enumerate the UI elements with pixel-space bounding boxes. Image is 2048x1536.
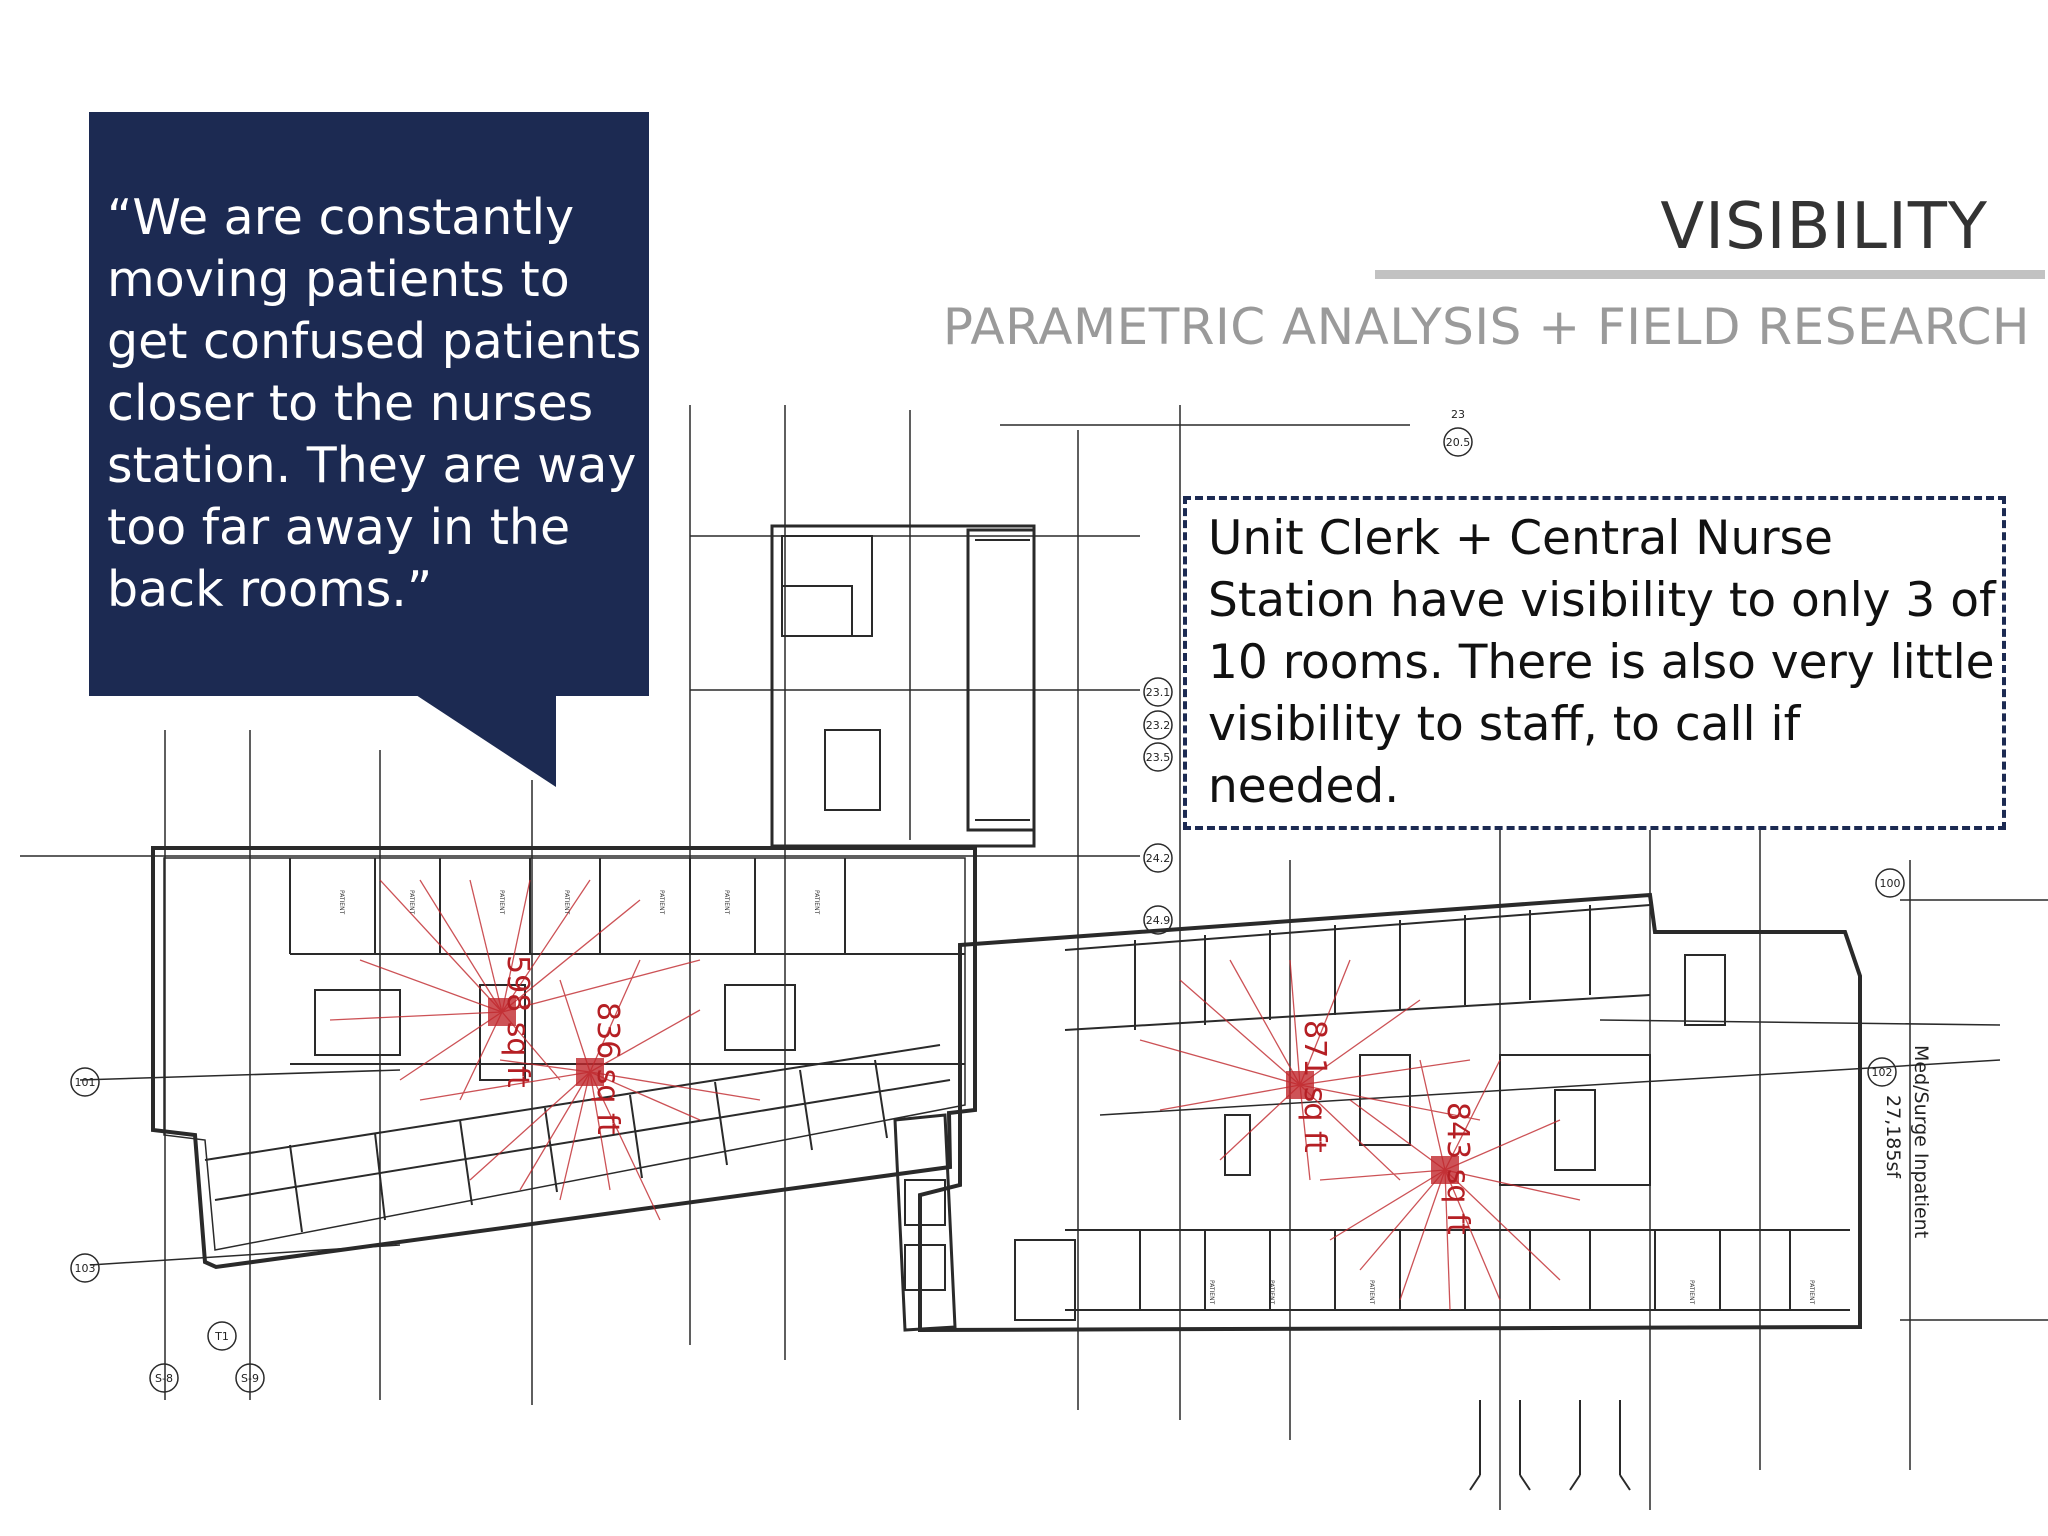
unit-area: 27,185sf xyxy=(1882,1095,1904,1179)
quote-text: “We are constantly moving patients to ge… xyxy=(107,189,642,618)
title-divider xyxy=(1375,270,2045,279)
area-label-2: 836 sq ft xyxy=(590,1002,625,1135)
area-label-3: 871 sq ft xyxy=(1297,1020,1332,1153)
grid-tag-23: 23 xyxy=(1451,408,1465,421)
grid-tag-s9: S-9 xyxy=(241,1372,259,1385)
grid-tag-23-1: 23.1 xyxy=(1146,686,1171,699)
room-label: PATIENT xyxy=(408,890,415,915)
room-label: PATIENT xyxy=(1808,1280,1815,1305)
grid-tag-24-2: 24.2 xyxy=(1146,852,1171,865)
quote-pointer xyxy=(416,695,556,787)
room-label: PATIENT xyxy=(1208,1280,1215,1305)
room-label: PATIENT xyxy=(498,890,505,915)
room-label: PATIENT xyxy=(723,890,730,915)
room-label: PATIENT xyxy=(658,890,665,915)
sightline-fans xyxy=(329,879,1581,1311)
grid-tag-t1: T1 xyxy=(214,1330,229,1343)
unit-label: Med/Surge Inpatient xyxy=(1910,1045,1932,1238)
grid-tag-100: 100 xyxy=(1880,877,1901,890)
grid-tag-24-9: 24.9 xyxy=(1146,914,1171,927)
room-label: PATIENT xyxy=(1688,1280,1695,1305)
page-title: VISIBILITY xyxy=(1660,190,1988,264)
visibility-note: Unit Clerk + Central Nurse Station have … xyxy=(1183,496,2006,830)
room-label: PATIENT xyxy=(563,890,570,915)
room-label: PATIENT xyxy=(813,890,820,915)
grid-tag-20-5: 20.5 xyxy=(1446,436,1471,449)
page-subtitle: PARAMETRIC ANALYSIS + FIELD RESEARCH xyxy=(942,298,2030,356)
area-label-4: 843 sq ft xyxy=(1440,1102,1475,1235)
floor-plan: 598 sq ft 836 sq ft 871 sq ft 843 sq ft … xyxy=(20,405,2048,1510)
room-label: PATIENT xyxy=(1368,1280,1375,1305)
quote-callout: “We are constantly moving patients to ge… xyxy=(89,112,649,696)
note-text: Unit Clerk + Central Nurse Station have … xyxy=(1208,511,1996,814)
grid-tag-102: 102 xyxy=(1872,1066,1893,1079)
room-label: PATIENT xyxy=(338,890,345,915)
grid-tag-103: 103 xyxy=(75,1262,96,1275)
grid-tag-23-5: 23.5 xyxy=(1146,751,1171,764)
grid-tag-23-2: 23.2 xyxy=(1146,719,1171,732)
room-label: PATIENT xyxy=(1268,1280,1275,1305)
area-label-1: 598 sq ft xyxy=(500,955,535,1088)
grid-tag-101: 101 xyxy=(75,1076,96,1089)
grid-tag-s8: S-8 xyxy=(155,1372,173,1385)
